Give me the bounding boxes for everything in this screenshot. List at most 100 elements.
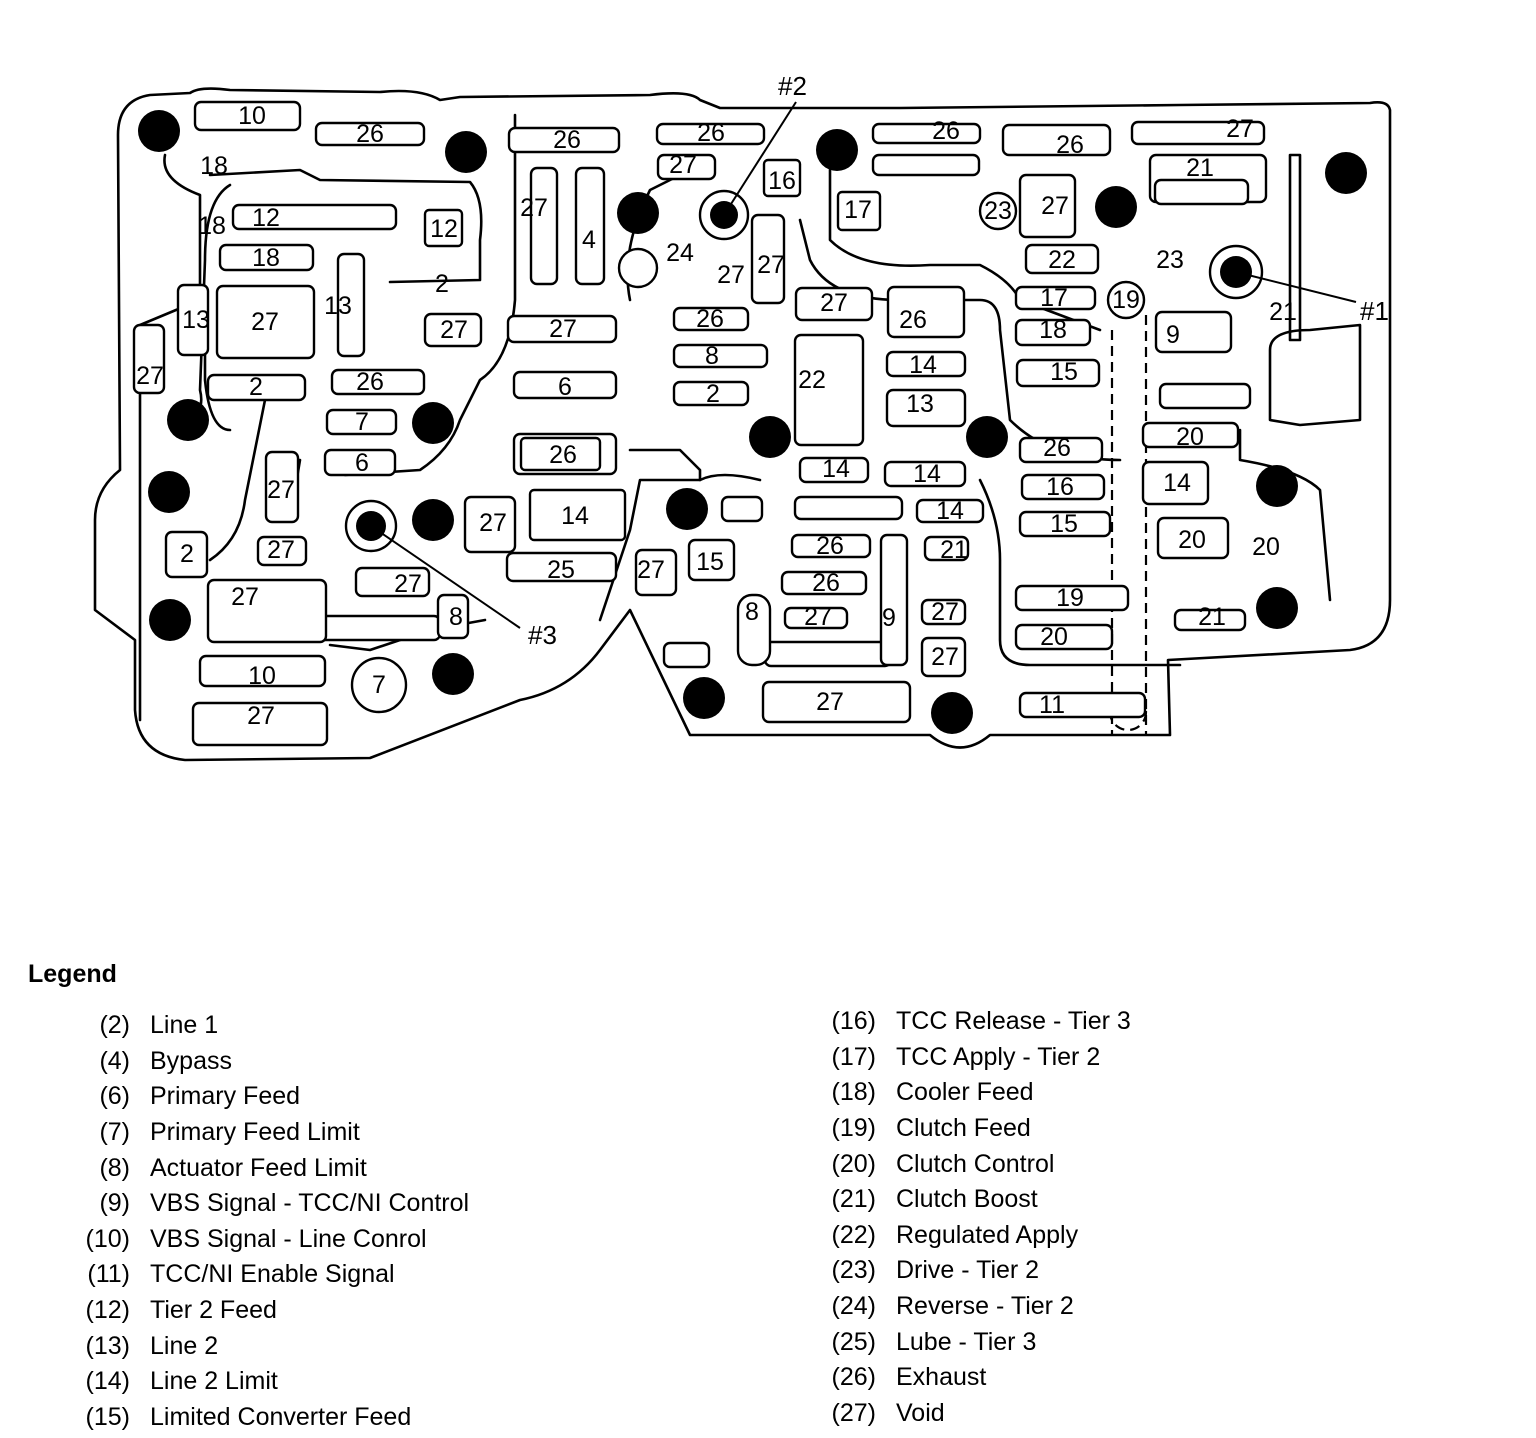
passage-label-27: 27 [816,688,844,716]
passage-label-27: 27 [251,308,279,336]
callout-check-ball-3: #3 [528,620,557,650]
passage-label-27: 27 [267,476,295,504]
legend-column-right: (16)TCC Release - Tier 3(17)TCC Apply - … [822,1004,1131,1431]
legend-item: (15)Limited Converter Feed [72,1400,469,1436]
legend-label: Bypass [150,1046,232,1075]
passage-label-27: 27 [757,251,785,279]
passage-label-17: 17 [844,196,872,224]
passage-label-6: 6 [355,449,369,477]
passage-label-27: 27 [931,643,959,671]
legend-label: TCC/NI Enable Signal [150,1260,395,1289]
passage-label-22: 22 [1048,246,1076,274]
passage-circle-23 [978,191,1018,231]
legend-label: Line 2 [150,1331,219,1360]
passage-label-23: 23 [984,197,1012,225]
passage-label-4: 4 [582,226,596,254]
legend-code: (25) [831,1327,876,1356]
passage-label-2: 2 [180,540,194,568]
legend-label: TCC Apply - Tier 2 [896,1042,1101,1071]
legend-label: Line 1 [150,1011,219,1040]
passage-label-18: 18 [198,212,226,240]
legend-item: (14)Line 2 Limit [72,1364,469,1400]
passage-label-8: 8 [449,603,463,631]
legend-column-left: (2)Line 1(4)Bypass(6)Primary Feed(7)Prim… [72,1008,470,1436]
legend-label: Regulated Apply [896,1220,1079,1249]
legend-label: Primary Feed Limit [150,1118,360,1147]
passage-label-26: 26 [356,368,384,396]
passage-label-26: 26 [932,117,960,145]
passage-label-21: 21 [1186,154,1214,182]
passage-label-27: 27 [637,556,665,584]
passage-label-26: 26 [812,569,840,597]
passage-label-11: 11 [1039,691,1065,719]
legend-code: (19) [831,1114,876,1143]
legend-code: (10) [85,1224,130,1253]
legend-item: (26)Exhaust [822,1360,1131,1396]
legend-label: Limited Converter Feed [150,1402,412,1431]
passage-label-19: 19 [1056,584,1084,612]
legend-code: (21) [831,1185,876,1214]
legend-item: (9)VBS Signal - TCC/NI Control [72,1186,469,1222]
passage-label-20: 20 [1040,623,1068,651]
legend-label: Tier 2 Feed [150,1296,277,1325]
legend-item: (4)Bypass [72,1044,469,1080]
passage-label-15: 15 [1050,510,1078,538]
legend-code: (6) [99,1082,130,1111]
legend-item: (19)Clutch Feed [822,1111,1131,1147]
legend-item: (18) Cooler Feed [822,1075,1131,1111]
legend-item: (24)Reverse - Tier 2 [822,1289,1131,1325]
passage-label-21: 21 [1198,603,1226,631]
passage-label-7: 7 [372,671,386,699]
passage-label-27: 27 [1041,192,1069,220]
legend-label: VBS Signal - TCC/NI Control [150,1189,470,1218]
passage-label-14: 14 [561,502,589,530]
legend-item: (12)Tier 2 Feed [72,1293,469,1329]
passage-label-20: 20 [1252,533,1280,561]
passage-label-10: 10 [248,662,276,690]
passage-label-26: 26 [1056,131,1084,159]
passage-label-26: 26 [899,306,927,334]
legend-code: (18) [831,1078,876,1107]
passage-label-8: 8 [745,598,759,626]
passage-label-13: 13 [324,292,352,320]
passage-label-26: 26 [696,305,724,333]
passage-label-15: 15 [1050,358,1078,386]
legend-code: (27) [831,1398,876,1427]
passage-label-9: 9 [882,604,896,632]
legend-label: Lube - Tier 3 [896,1327,1037,1356]
passage-label-14: 14 [1163,469,1191,497]
passage-label-17: 17 [1040,284,1068,312]
passage-label-2: 2 [249,373,263,401]
legend-item: (21)Clutch Boost [822,1182,1131,1218]
passage-label-2: 2 [706,380,720,408]
passage-label-12: 12 [430,215,458,243]
passage-label-14: 14 [913,460,941,488]
passage-label-10: 10 [238,102,266,130]
passage-label-27: 27 [136,362,164,390]
callout-check-ball-1: #1 [1360,296,1389,326]
legend-code: (16) [831,1007,876,1036]
legend-code: (11) [87,1260,130,1289]
legend-code: (13) [85,1331,130,1360]
passage-label-20: 20 [1176,423,1204,451]
legend-code: (26) [831,1363,876,1392]
passage-label-27: 27 [520,194,548,222]
passage-label-26: 26 [697,119,725,147]
legend-item: (17)TCC Apply - Tier 2 [822,1040,1131,1076]
passage-label-26: 26 [553,126,581,154]
legend-label: Primary Feed [150,1082,301,1111]
bolt-holes [138,110,1367,734]
legend-label: Cooler Feed [896,1078,1034,1107]
legend-label: VBS Signal - Line Conrol [150,1224,427,1253]
callout-leader-1 [1235,271,1357,303]
passage-label-18: 18 [252,244,280,272]
passage-label-27: 27 [549,315,577,343]
legend-label: Reverse - Tier 2 [896,1292,1074,1321]
legend-label: Void [896,1398,945,1427]
legend-item: (25) Lube - Tier 3 [822,1324,1131,1360]
legend-code: (8) [99,1153,130,1182]
passage-label-26: 26 [1043,434,1071,462]
legend-title: Legend [28,960,117,988]
legend-code: (20) [831,1149,876,1178]
legend-code: (7) [99,1118,130,1147]
